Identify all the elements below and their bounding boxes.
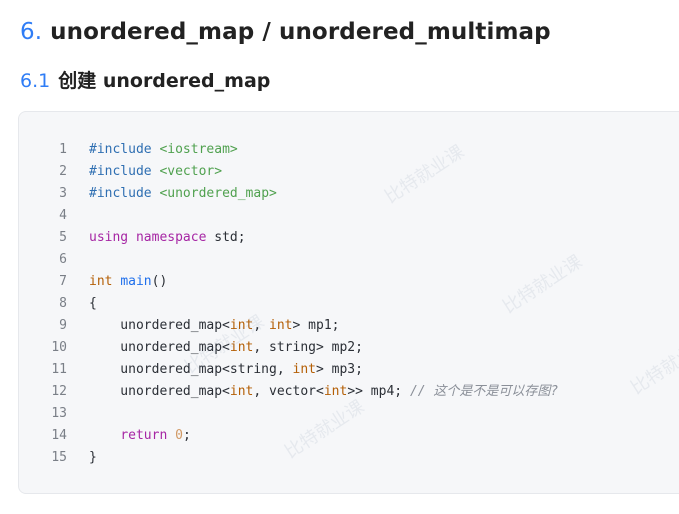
section-title: 6. unordered_map / unordered_multimap — [20, 14, 551, 50]
code-line: 13 — [19, 403, 679, 425]
code-token: > mp1; — [292, 318, 340, 333]
line-number: 3 — [59, 186, 67, 201]
line-number: 13 — [51, 406, 67, 421]
section-number: 6. — [20, 19, 43, 45]
code-line: 15} — [19, 447, 679, 469]
code-text: unordered_map<string, int> mp3; — [89, 359, 679, 381]
code-block: 1 #include <iostream> 2 #include <vector> 3 #… — [18, 111, 679, 494]
code-line: 14 return 0; — [19, 425, 679, 447]
code-text: unordered_map<int, int> mp1; — [89, 315, 679, 337]
code-token: , — [253, 318, 270, 333]
subsection-number: 6.1 — [20, 70, 51, 92]
code-token: ; — [182, 428, 191, 443]
code-line: 6 — [19, 249, 679, 271]
code-token: > mp3; — [315, 362, 363, 377]
code-token: #include — [89, 186, 160, 201]
line-number: 6 — [59, 252, 67, 267]
code-token: 0 — [175, 428, 183, 443]
code-text: { — [89, 293, 679, 315]
code-text: unordered_map<int, vector<int>> mp4; // … — [89, 381, 679, 403]
code-token: unordered_map<string, — [89, 362, 293, 377]
code-text: return 0; — [89, 425, 679, 447]
line-number: 8 — [59, 296, 67, 311]
code-token: #include — [89, 164, 160, 179]
code-line: 2 #include <vector> — [19, 161, 679, 183]
code-text: using namespace std; — [89, 227, 679, 249]
subsection-title: 6.1 创建 unordered_map — [20, 66, 270, 96]
code-token — [89, 428, 120, 443]
code-token: () — [151, 274, 168, 289]
code-line: 9 unordered_map<int, int> mp1; — [19, 315, 679, 337]
code-token: } — [89, 450, 97, 465]
code-token: , string> mp2; — [253, 340, 363, 355]
code-lines: 1 #include <iostream> 2 #include <vector> 3 #… — [19, 139, 679, 469]
section-title-text: unordered_map / unordered_multimap — [50, 19, 551, 45]
code-text: unordered_map<int, string> mp2; — [89, 337, 679, 359]
code-line: 4 — [19, 205, 679, 227]
code-line: 11 unordered_map<string, int> mp3; — [19, 359, 679, 381]
code-token: #include — [89, 142, 160, 157]
code-line: 10 unordered_map<int, string> mp2; — [19, 337, 679, 359]
code-token: int — [89, 274, 113, 289]
code-token: unordered_map< — [89, 340, 230, 355]
line-number: 11 — [51, 362, 67, 377]
code-line: 12 unordered_map<int, vector<int>> mp4; … — [19, 381, 679, 403]
code-token: >> mp4; — [347, 384, 410, 399]
code-line: 8{ — [19, 293, 679, 315]
line-number: 2 — [59, 164, 67, 179]
code-text: #include <iostream> — [89, 139, 679, 161]
line-number: 7 — [59, 274, 67, 289]
code-token: int — [269, 318, 293, 333]
code-token: // 这个是不是可以存图? — [409, 384, 559, 399]
code-token: { — [89, 296, 97, 311]
code-line: 5 using namespace std; — [19, 227, 679, 249]
code-token — [128, 230, 136, 245]
code-token: int — [229, 318, 254, 333]
code-token: return — [120, 428, 168, 443]
code-text: int main() — [89, 271, 679, 293]
code-token: using — [89, 230, 129, 245]
line-number: 9 — [59, 318, 67, 333]
code-token: std; — [206, 230, 246, 245]
code-token: main — [120, 274, 152, 289]
line-number: 15 — [51, 450, 67, 465]
code-token: , vector< — [253, 384, 324, 399]
line-number: 5 — [59, 230, 67, 245]
code-text: #include <unordered_map> — [89, 183, 679, 205]
code-token: <iostream> — [159, 142, 238, 157]
code-token: unordered_map< — [89, 384, 230, 399]
line-number: 1 — [59, 142, 67, 157]
code-token: <vector> — [159, 164, 223, 179]
subsection-title-text: 创建 unordered_map — [58, 70, 271, 92]
code-token: namespace — [135, 230, 207, 245]
code-token: int — [229, 340, 254, 355]
code-line: 1 #include <iostream> — [19, 139, 679, 161]
code-line: 3 #include <unordered_map> — [19, 183, 679, 205]
code-token: int — [323, 384, 348, 399]
code-text: #include <vector> — [89, 161, 679, 183]
line-number: 10 — [51, 340, 67, 355]
code-token: <unordered_map> — [159, 186, 277, 201]
line-number: 12 — [51, 384, 67, 399]
code-token — [167, 428, 175, 443]
code-text: } — [89, 447, 679, 469]
code-line: 7 int main() — [19, 271, 679, 293]
line-number: 14 — [51, 428, 67, 443]
code-token: int — [229, 384, 254, 399]
code-token: int — [292, 362, 316, 377]
line-number: 4 — [59, 208, 67, 223]
code-token: unordered_map< — [89, 318, 230, 333]
